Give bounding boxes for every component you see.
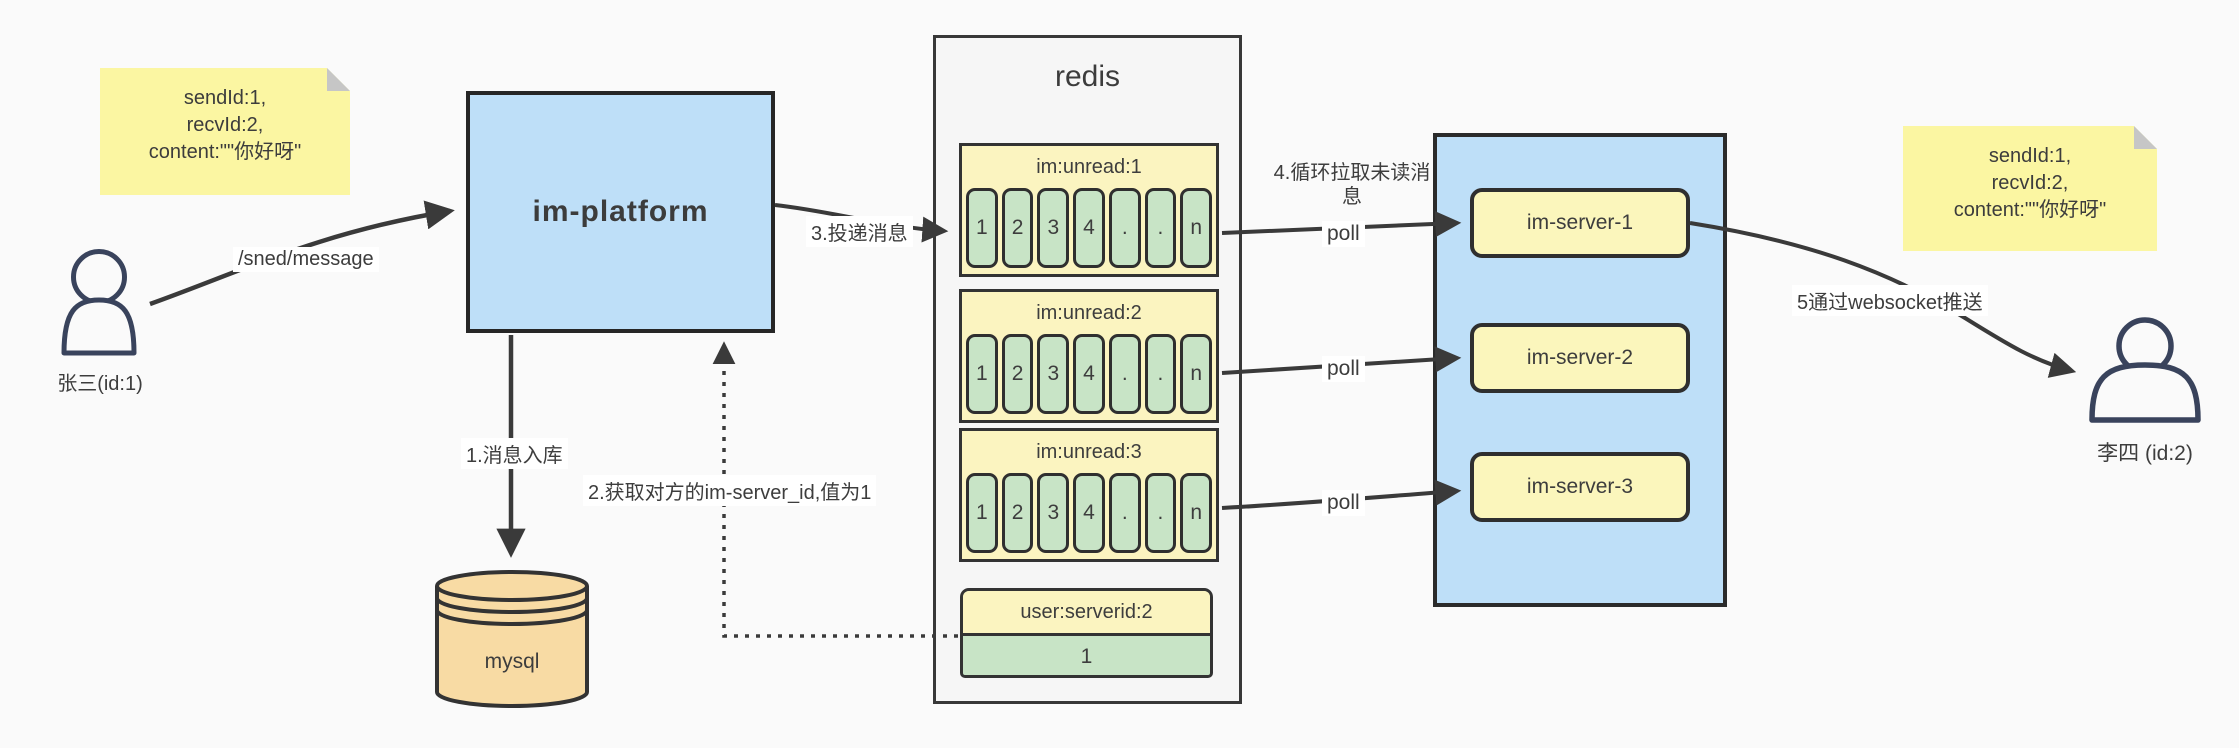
queue-cell: . <box>1108 334 1141 414</box>
step4-label: 4.循环拉取未读消息 <box>1273 162 1431 208</box>
queue-cell: 2 <box>1001 473 1034 553</box>
note-line: recvId:2, <box>186 114 264 136</box>
im-platform-label: im-platform <box>532 195 709 228</box>
queue-cell: 2 <box>1001 188 1034 268</box>
queue-cells: 1 2 3 4 . . n <box>966 334 1213 414</box>
im-server-2-box: im-server-2 <box>1470 323 1690 393</box>
queue-cells: 1 2 3 4 . . n <box>966 188 1213 268</box>
im-platform-box: im-platform <box>466 91 775 333</box>
note-line: recvId:2, <box>1991 172 2069 194</box>
poll-label-2: poll <box>1322 356 1365 382</box>
sticky-note-receiver: sendId:1, recvId:2, content:""你好呀" <box>1903 126 2157 251</box>
kv-header: user:serverid:2 <box>963 591 1210 636</box>
note-line: content:""你好呀" <box>148 141 302 163</box>
queue-cell: 4 <box>1073 188 1105 268</box>
user-icon <box>61 249 137 356</box>
step2-label: 2.获取对方的im-server_id,值为1 <box>583 475 877 506</box>
queue-cell: n <box>1180 188 1213 268</box>
send-api-label: /sned/message <box>233 247 379 272</box>
sender-label: 张三(id:1) <box>57 373 143 395</box>
step1-label: 1.消息入库 <box>461 438 568 469</box>
redis-title: redis <box>1054 60 1121 93</box>
redis-container: redis im:unread:1 1 2 3 4 . . n im:unrea… <box>933 35 1242 704</box>
receiver-label: 李四 (id:2) <box>2097 442 2193 465</box>
step5-label: 5通过websocket推送 <box>1792 285 1988 316</box>
poll-label-3: poll <box>1322 490 1365 516</box>
note-line: sendId:1, <box>183 87 267 109</box>
queue-cell: . <box>1144 473 1177 553</box>
queue-cell: 4 <box>1073 473 1105 553</box>
im-server-cluster: im-server-1 im-server-2 im-server-3 <box>1433 133 1727 607</box>
queue-header: im:unread:1 <box>1036 156 1142 178</box>
redis-queue-unread-2: im:unread:2 1 2 3 4 . . n <box>959 289 1219 423</box>
im-server-3-box: im-server-3 <box>1470 452 1690 522</box>
queue-cell: . <box>1108 473 1141 553</box>
queue-cell: 1 <box>966 334 998 414</box>
poll-label-1: poll <box>1322 221 1365 247</box>
queue-cell: . <box>1144 188 1177 268</box>
im-server-1-box: im-server-1 <box>1470 188 1690 258</box>
note-line: content:""你好呀" <box>1953 199 2107 221</box>
queue-cell: 3 <box>1037 188 1070 268</box>
queue-cell: 1 <box>966 473 998 553</box>
queue-cell: n <box>1180 334 1213 414</box>
queue-cells: 1 2 3 4 . . n <box>966 473 1213 553</box>
queue-cell: 3 <box>1037 473 1070 553</box>
step3-label: 3.投递消息 <box>806 216 913 247</box>
queue-cell: . <box>1108 188 1141 268</box>
queue-header: im:unread:3 <box>1036 441 1142 463</box>
redis-queue-unread-3: im:unread:3 1 2 3 4 . . n <box>959 428 1219 562</box>
queue-cell: 1 <box>966 188 998 268</box>
user-icon <box>2089 317 2201 423</box>
queue-cell: 2 <box>1001 334 1034 414</box>
sticky-note-sender: sendId:1, recvId:2, content:""你好呀" <box>100 68 350 195</box>
queue-cell: 3 <box>1037 334 1070 414</box>
queue-header: im:unread:2 <box>1036 302 1142 324</box>
mysql-label: mysql <box>484 650 540 673</box>
note-line: sendId:1, <box>1988 145 2072 167</box>
kv-value: 1 <box>1080 645 1093 668</box>
redis-queue-unread-1: im:unread:1 1 2 3 4 . . n <box>959 143 1219 277</box>
queue-cell: n <box>1180 473 1213 553</box>
database-cylinder-icon <box>435 570 589 708</box>
queue-cell: . <box>1144 334 1177 414</box>
queue-cell: 4 <box>1073 334 1105 414</box>
redis-user-serverid-box: user:serverid:2 1 <box>960 588 1213 678</box>
